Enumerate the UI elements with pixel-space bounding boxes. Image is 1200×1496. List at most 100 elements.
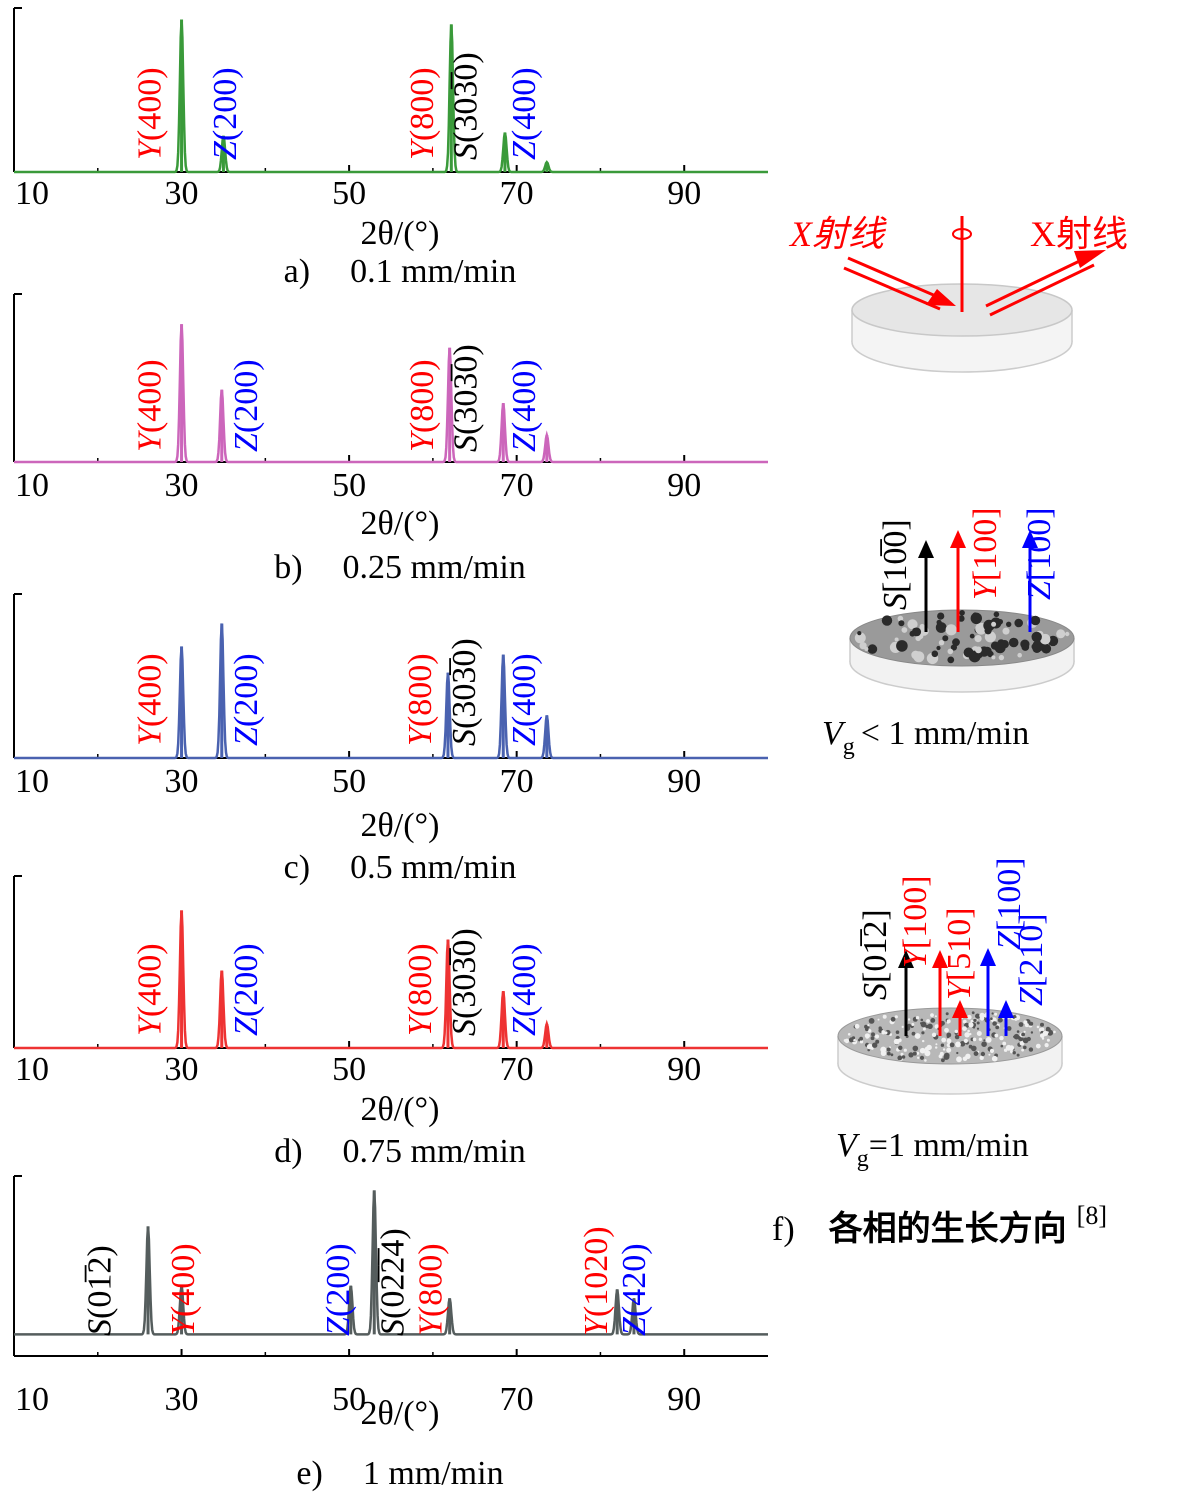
x-tick-label: 70 <box>500 763 534 800</box>
caption-vg-slow-rest: < 1 mm/min <box>861 715 1029 752</box>
peak-label-hkl: (800) <box>404 67 441 141</box>
texture-dot <box>911 1031 916 1036</box>
texture-dot <box>972 1037 977 1042</box>
xray-label-left-text: X射线 <box>788 214 887 254</box>
texture-dot <box>927 1023 933 1029</box>
mid-arrows: S[10̅0]Y[100]Z[100] <box>877 507 1058 632</box>
texture-dot <box>908 1052 914 1058</box>
diffracted-beam-1 <box>985 254 1091 308</box>
texture-dot <box>886 1047 891 1052</box>
texture-dot <box>926 1044 932 1051</box>
texture-dot <box>974 635 982 643</box>
texture-dot <box>1020 639 1030 649</box>
texture-dot <box>920 1018 924 1022</box>
texture-dot <box>1021 1048 1024 1052</box>
peak-label-hkl: (01̅2) <box>81 1245 118 1319</box>
panel-speed: 1 mm/min <box>363 1455 504 1492</box>
growth-arrowhead <box>980 948 996 966</box>
schematics: X射线 X射线 S[10̅0]Y[100]Z[100] Vg< 1 mm/min… <box>772 214 1128 1249</box>
texture-dot <box>956 1056 962 1063</box>
texture-dot <box>942 1048 946 1051</box>
texture-dot <box>993 611 1000 618</box>
peak-label-phase: S <box>81 1319 118 1336</box>
texture-dot <box>976 1027 980 1030</box>
peak-label-phase: Y <box>132 430 169 452</box>
peak-label-phase: Z <box>506 140 543 160</box>
texture-dot <box>867 1029 872 1033</box>
x-axis-label: 2θ/(°) <box>361 505 440 542</box>
texture-dot <box>1040 1022 1044 1027</box>
texture-dot <box>992 1021 997 1026</box>
texture-dot <box>976 1021 980 1025</box>
x-tick-label: 90 <box>667 1381 701 1418</box>
texture-dot <box>1012 1051 1016 1055</box>
panel-letter: b) <box>274 549 302 586</box>
texture-dot <box>963 647 974 658</box>
texture-dot <box>971 1011 975 1014</box>
peak-label-phase: Z <box>616 1316 653 1336</box>
panel-speed: 0.25 mm/min <box>343 549 526 586</box>
growth-direction-label: Y[100] <box>967 507 1004 600</box>
texture-dot <box>968 1022 974 1028</box>
growth-direction-label: Z[100] <box>991 857 1028 950</box>
growth-arrowhead <box>918 540 934 558</box>
peak-label-hkl: (303̅0) <box>447 344 484 435</box>
microstructure-texture <box>854 610 1070 665</box>
texture-dot <box>956 1051 959 1055</box>
texture-dot <box>898 1045 903 1051</box>
texture-dot <box>921 1031 925 1035</box>
growth-phase: Y <box>967 578 1004 600</box>
peak-label-hkl: (400) <box>132 67 169 141</box>
texture-dot <box>991 655 996 660</box>
peak-label-phase: S <box>447 435 484 452</box>
peak-label-phase: S <box>446 729 483 746</box>
xrd-spectrum-line <box>14 910 768 1050</box>
texture-dot <box>982 646 992 656</box>
texture-dot <box>867 644 878 654</box>
texture-dot <box>924 1059 927 1062</box>
texture-dot <box>946 1038 952 1044</box>
x-tick-label: 90 <box>667 175 701 212</box>
texture-dot <box>901 1055 906 1059</box>
peak-label-phase: Y <box>578 1314 615 1336</box>
panel-caption: e)1 mm/min <box>296 1455 503 1492</box>
growth-phase: S <box>877 593 914 610</box>
texture-dot <box>919 1055 925 1060</box>
peak-label-phase: Y <box>402 1014 439 1036</box>
texture-dot <box>980 1051 986 1057</box>
peak-label-phase: Y <box>404 430 441 452</box>
texture-dot <box>942 635 949 642</box>
texture-dot <box>976 1031 982 1036</box>
texture-dot <box>859 1036 863 1041</box>
peak-label: Z(200) <box>228 653 265 746</box>
texture-dot <box>959 1041 966 1047</box>
texture-dot <box>1000 1044 1004 1048</box>
texture-dot <box>915 635 921 642</box>
texture-dot <box>991 1012 994 1015</box>
texture-dot <box>1023 1020 1028 1025</box>
growth-arrowhead <box>998 1000 1014 1018</box>
texture-dot <box>853 1039 856 1042</box>
texture-dot <box>990 1017 993 1020</box>
texture-dot <box>935 1043 938 1046</box>
growth-hkl: [100] <box>991 857 1028 931</box>
x-axis-label: 2θ/(°) <box>361 215 440 252</box>
peak-label-phase: Y <box>165 1314 202 1336</box>
texture-dot <box>945 1012 949 1016</box>
caption-vg-fast: Vg=1 mm/min <box>836 1127 1029 1172</box>
texture-dot <box>1014 618 1023 628</box>
x-tick-label: 90 <box>667 763 701 800</box>
peak-label: Y(400) <box>165 1243 202 1336</box>
texture-dot <box>1035 1043 1041 1049</box>
peak-label: Y(1020) <box>578 1226 615 1336</box>
texture-dot <box>997 1017 1003 1023</box>
growth-hkl: [10̅0] <box>877 519 914 593</box>
peak-label: Y(400) <box>132 653 169 746</box>
peak-label-hkl: (303̅0) <box>446 928 483 1019</box>
texture-dot <box>962 1056 968 1062</box>
texture-dot <box>1022 1037 1029 1044</box>
peak-label-hkl: (800) <box>402 943 439 1017</box>
growth-hkl: [210] <box>1013 913 1050 987</box>
xrd-spectrum-line <box>14 324 768 464</box>
texture-dot <box>896 640 908 652</box>
